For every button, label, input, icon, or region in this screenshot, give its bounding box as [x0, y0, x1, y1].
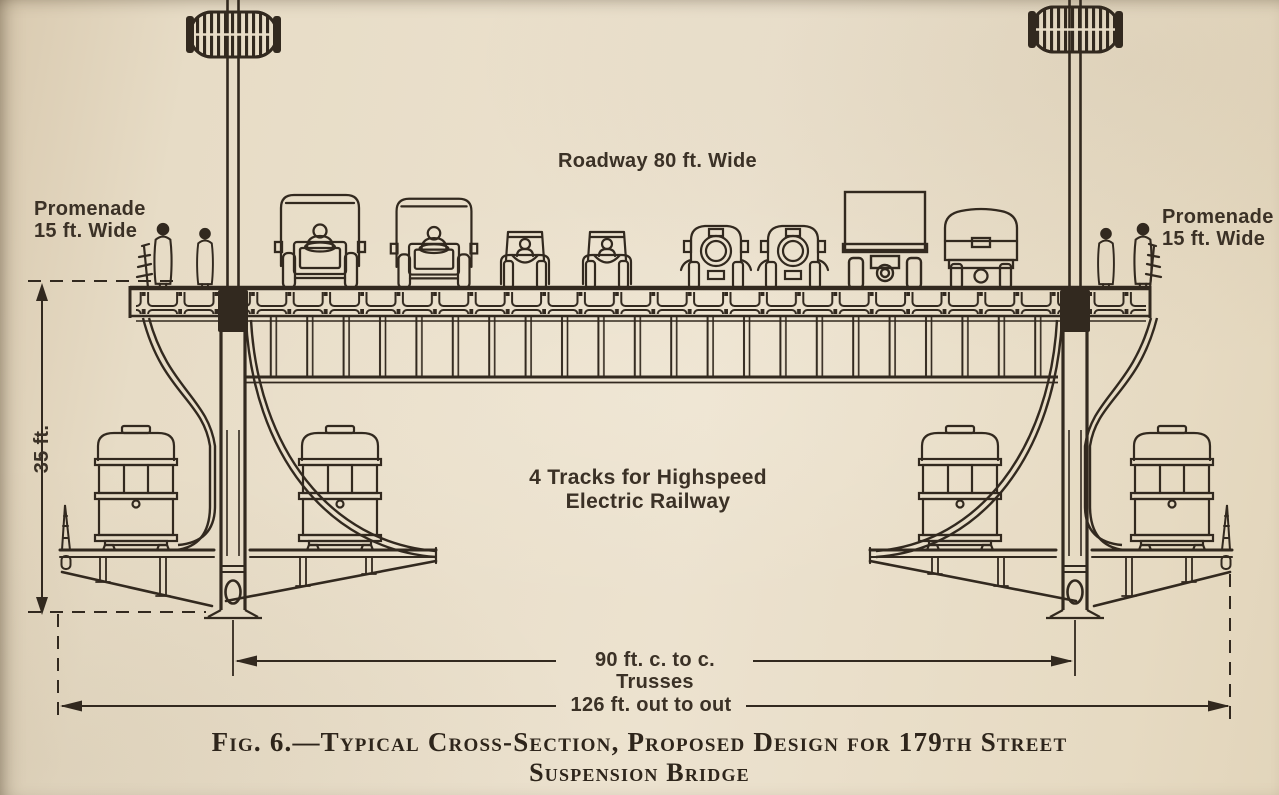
tip-post: [1220, 504, 1232, 570]
tram-car: [917, 424, 1003, 552]
cable-right: [1028, 0, 1123, 290]
railing-post: [1144, 242, 1163, 290]
tip-post: [60, 504, 72, 570]
railway-tracks-line2: Electric Railway: [565, 490, 731, 513]
truss-left: [204, 288, 262, 620]
cable-left: [186, 0, 281, 290]
truss-right: [1046, 288, 1104, 620]
overall-width-dimension-label: 126 ft. out to out: [570, 694, 732, 716]
truss-spacing-dimension-label: 90 ft. c. to c. Trusses: [594, 649, 716, 693]
tram-car: [93, 424, 179, 552]
motor-truck: [273, 193, 367, 290]
railway-platforms: [58, 546, 1234, 608]
promenade-left-line2: 15 ft. Wide: [34, 220, 138, 242]
promenade-left-line1: Promenade: [34, 198, 146, 220]
delivery-van: [943, 207, 1019, 290]
pedestrian: [196, 227, 214, 289]
promenade-right-line2: 15 ft. Wide: [1162, 228, 1266, 250]
figure-caption-line1: Fig. 6.—Typical Cross-Section, Proposed …: [211, 727, 1068, 757]
deck-height-dimension-label: 35 ft.: [31, 424, 53, 474]
railway-tracks-line1: 4 Tracks for Highspeed: [529, 466, 767, 489]
touring-car: [499, 230, 551, 290]
suspension-cables: [186, 0, 1123, 290]
pedestrian: [153, 222, 173, 290]
promenade-right-label: Promenade 15 ft. Wide: [1162, 206, 1274, 250]
promenade-right-line1: Promenade: [1162, 206, 1274, 228]
promenade-left-label: Promenade 15 ft. Wide: [34, 198, 146, 242]
motor-car-front: [679, 224, 753, 290]
promenade-figures: [60, 222, 1232, 570]
box-truck: [841, 190, 929, 290]
motor-car-front: [756, 224, 830, 290]
tram-car: [1129, 424, 1215, 552]
motor-truck: [389, 197, 479, 290]
dimension-lines: [28, 280, 1231, 722]
roadway-vehicles: [273, 190, 1019, 290]
railway-tracks-label: 4 Tracks for Highspeed Electric Railway: [448, 466, 848, 514]
main-trusses: [204, 288, 1104, 620]
pedestrian: [1097, 227, 1115, 289]
roadway-deck: [128, 285, 1152, 384]
roadway-width-label: Roadway 80 ft. Wide: [558, 150, 757, 172]
figure-caption-line2: Suspension Bridge: [529, 758, 750, 787]
touring-car: [581, 230, 633, 290]
